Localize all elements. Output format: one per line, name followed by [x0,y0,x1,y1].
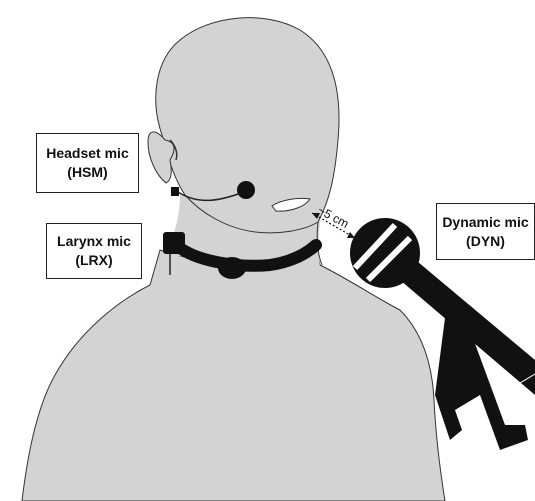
dynamic-mic-abbr: (DYN) [466,232,505,251]
headset-mic-label-box: Headset mic (HSM) [36,133,139,193]
headset-mic-abbr: (HSM) [67,163,107,182]
headset-mic-clip [171,187,179,196]
larynx-mic-abbr: (LRX) [75,251,112,270]
dynamic-mic-label-box: Dynamic mic (DYN) [436,203,535,260]
larynx-mic-capsule [218,257,246,279]
headset-mic-name: Headset mic [46,144,128,163]
dynamic-mic-name: Dynamic mic [442,213,528,232]
headset-mic-head [237,181,255,199]
distance-arrowhead-end [347,232,355,238]
larynx-mic-name: Larynx mic [57,232,131,251]
larynx-mic-label-box: Larynx mic (LRX) [46,223,142,279]
